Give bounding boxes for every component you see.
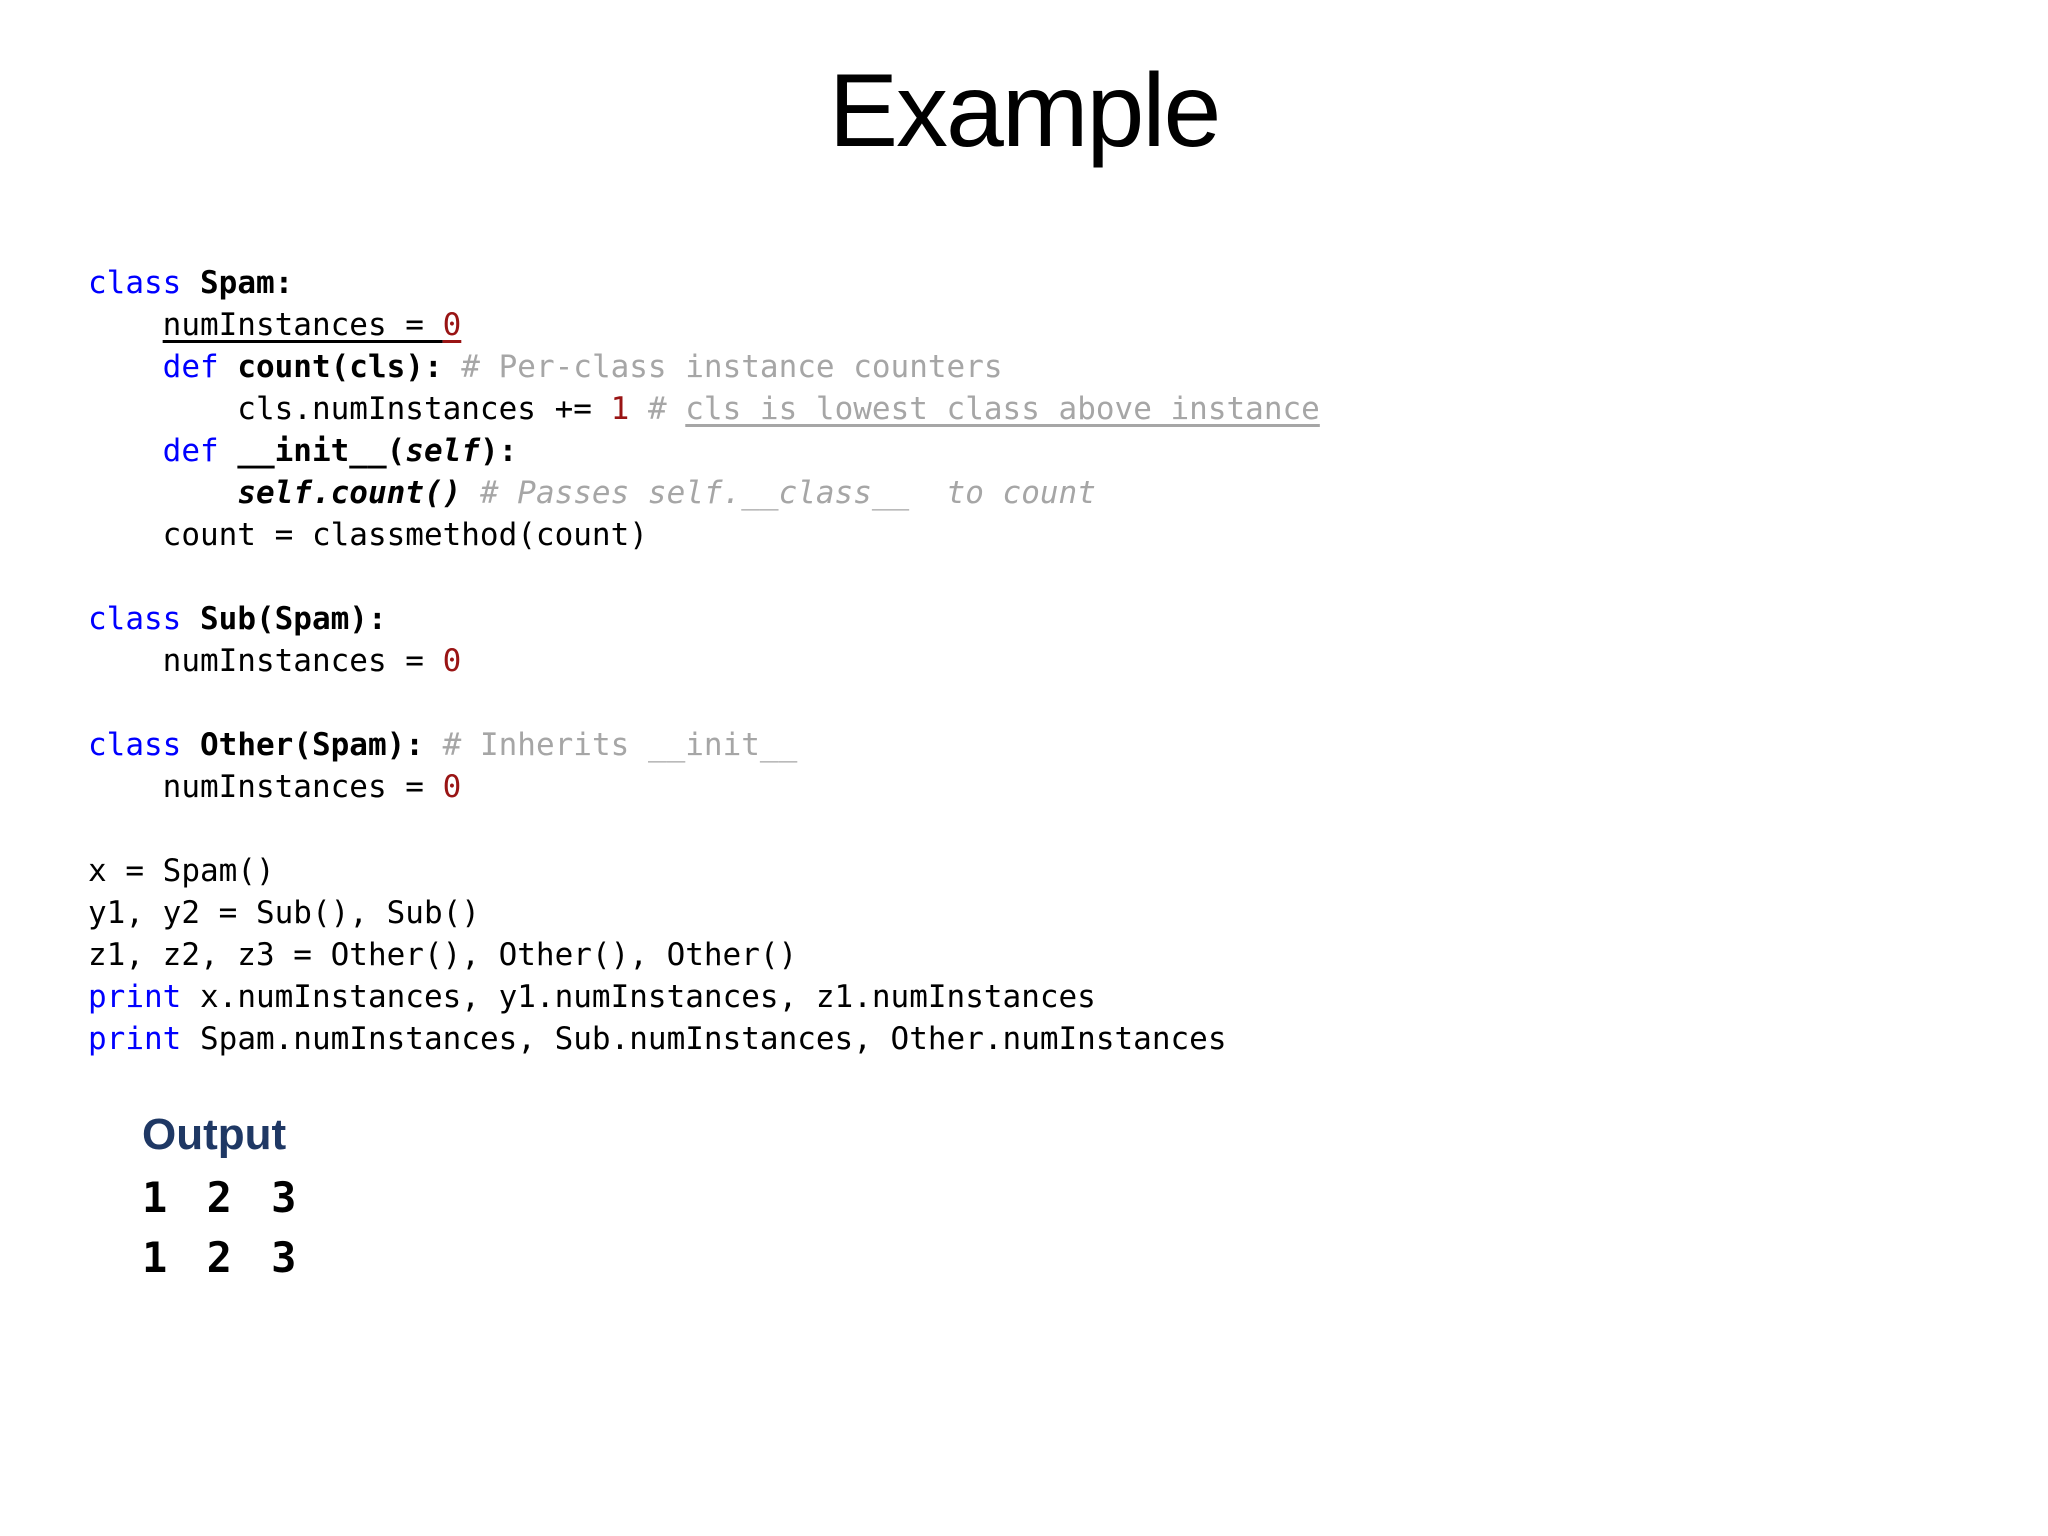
code-token: z1, z2, z3 = Other(), Other(), Other()	[88, 937, 798, 973]
code-token: print	[88, 1021, 182, 1057]
code-token: # Per-class instance counters	[461, 349, 1003, 385]
code-line: y1, y2 = Sub(), Sub()	[88, 892, 1320, 934]
code-token: numInstances =	[162, 307, 443, 343]
code-token: self	[405, 433, 480, 469]
code-line: numInstances = 0	[88, 304, 1320, 346]
code-token: 0	[442, 643, 462, 679]
code-line: print Spam.numInstances, Sub.numInstance…	[88, 1018, 1320, 1060]
code-line: def __init__(self):	[88, 430, 1320, 472]
code-token: cls is lowest class above instance	[685, 391, 1320, 427]
code-token: ):	[479, 433, 518, 469]
code-line: numInstances = 0	[88, 640, 1320, 682]
output-heading: Output	[142, 1110, 287, 1159]
code-token	[88, 475, 237, 511]
code-token: # Inherits __init__	[442, 727, 798, 763]
code-token: count(cls):	[218, 349, 443, 385]
slide-title: Example	[828, 53, 1222, 169]
code-token: count = classmethod(count)	[88, 517, 648, 553]
code-token	[461, 475, 480, 511]
code-token: cls.numInstances +=	[88, 391, 611, 427]
code-token	[88, 349, 163, 385]
code-token: x = Spam()	[88, 853, 275, 889]
code-token: Spam:	[181, 265, 294, 301]
code-line: print x.numInstances, y1.numInstances, z…	[88, 976, 1320, 1018]
code-token: Spam.numInstances, Sub.numInstances, Oth…	[181, 1021, 1227, 1057]
code-line: numInstances = 0	[88, 766, 1320, 808]
code-token	[443, 349, 462, 385]
code-token	[88, 307, 163, 343]
code-token: __init__(	[218, 433, 406, 469]
code-token: print	[88, 979, 182, 1015]
code-token: def	[162, 349, 219, 385]
code-token: #	[647, 391, 686, 427]
code-line	[88, 808, 1320, 850]
code-token: class	[88, 727, 182, 763]
code-token: Sub(Spam):	[181, 601, 387, 637]
code-token: self.count()	[237, 475, 462, 511]
code-token: y1, y2 = Sub(), Sub()	[88, 895, 480, 931]
code-line: def count(cls): # Per-class instance cou…	[88, 346, 1320, 388]
code-token: Other(Spam):	[181, 727, 424, 763]
code-token: 0	[442, 307, 462, 343]
code-line: class Spam:	[88, 262, 1320, 304]
code-line: cls.numInstances += 1 # cls is lowest cl…	[88, 388, 1320, 430]
output-block: Output 1 2 3 1 2 3	[142, 1108, 296, 1288]
code-token: numInstances =	[88, 769, 443, 805]
code-token: 0	[442, 769, 462, 805]
code-block: class Spam: numInstances = 0 def count(c…	[88, 262, 1320, 1060]
code-line: z1, z2, z3 = Other(), Other(), Other()	[88, 934, 1320, 976]
code-line: class Sub(Spam):	[88, 598, 1320, 640]
code-line: class Other(Spam): # Inherits __init__	[88, 724, 1320, 766]
code-line: self.count() # Passes self.__class__ to …	[88, 472, 1320, 514]
output-lines: 1 2 3 1 2 3	[142, 1168, 296, 1288]
code-line	[88, 556, 1320, 598]
code-token: 1	[610, 391, 630, 427]
code-token: x.numInstances, y1.numInstances, z1.numI…	[181, 979, 1096, 1015]
code-token: class	[88, 601, 182, 637]
output-line: 1 2 3	[142, 1233, 297, 1282]
code-token: # Passes self.__class__ to count	[479, 475, 1096, 511]
code-token: def	[162, 433, 219, 469]
code-line	[88, 682, 1320, 724]
code-token	[629, 391, 648, 427]
code-token: class	[88, 265, 182, 301]
output-line: 1 2 3	[142, 1173, 297, 1222]
code-token: numInstances =	[88, 643, 443, 679]
code-token	[424, 727, 443, 763]
code-token	[88, 433, 163, 469]
code-line: count = classmethod(count)	[88, 514, 1320, 556]
code-line: x = Spam()	[88, 850, 1320, 892]
